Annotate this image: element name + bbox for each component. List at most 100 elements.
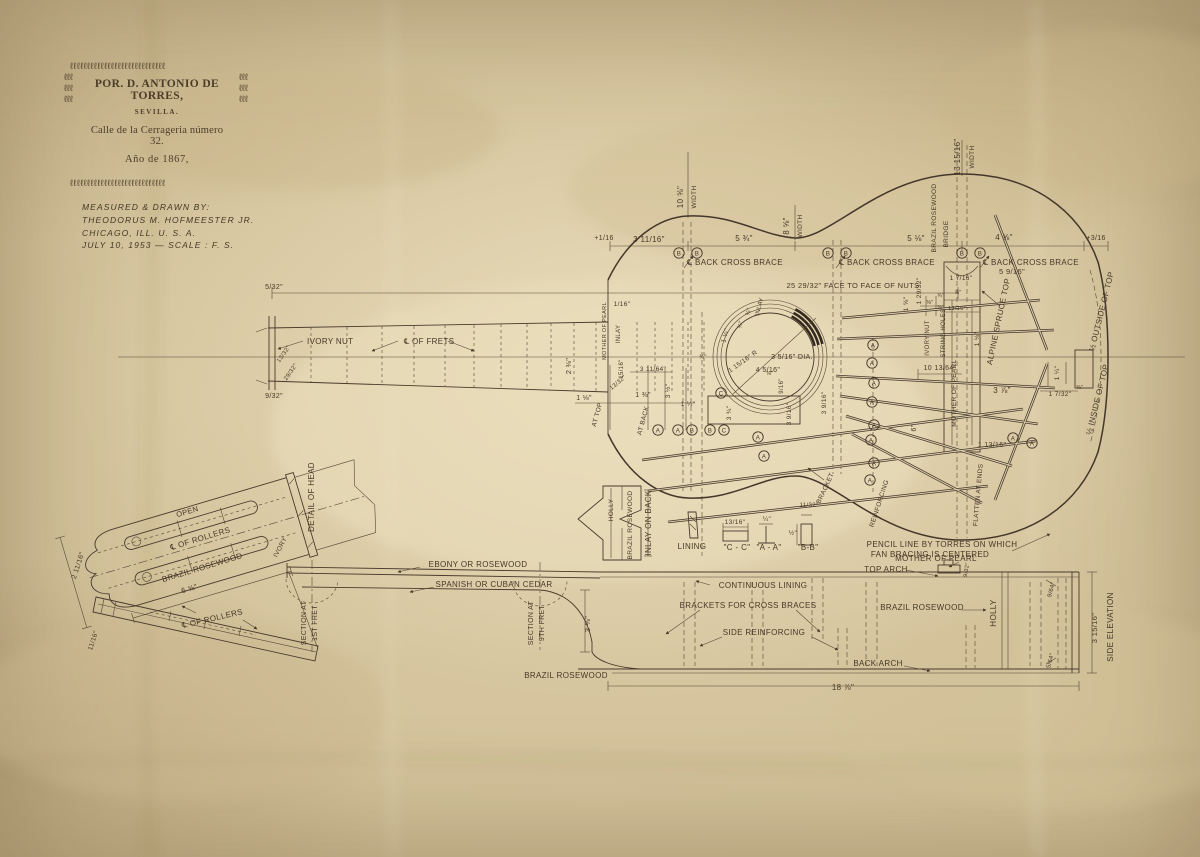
part-label: BRAZIL ROSEWOOD [524,671,608,680]
svg-text:A: A [872,460,877,467]
dim-label: 1 ⅛" [576,395,592,402]
svg-text:A: A [871,342,876,349]
dim-label: ¾" [745,307,753,316]
dim-label: 3 11/16" [633,235,665,244]
part-label: BRAZIL ROSEWOOD [627,491,634,560]
dim-label: 5 ¾" [735,234,753,243]
svg-text:B: B [826,250,830,257]
dim-label: 3 ¾" [726,405,733,420]
dim-label: WIDTH [797,214,804,237]
svg-text:A: A [756,434,761,441]
dim-label: 4 ⅝" [995,233,1013,242]
part-label: INLAY [616,325,622,344]
brace-marker-A: A [1007,432,1019,444]
part-label: SIDE REINFORCING [723,628,806,637]
dim-label: 3 11/64" [640,366,667,373]
dim-label: 25 29/32" FACE TO FACE OF NUTS [787,281,920,290]
side-elevation [285,533,1097,691]
credit-line: THEODORUS M. HOFMEESTER JR. [82,214,255,225]
note: FAN BRACING IS CENTERED [871,550,989,559]
dim-label: 1 7/16" [950,275,973,282]
part-label: ℄ OF FRETS [404,337,454,346]
brace-marker-B: B [956,247,968,259]
part-label: IVORY [272,536,289,559]
part-label: BRAZIL ROSEWOOD [931,184,938,253]
credits-block: MEASURED & DRAWN BY: THEODORUS M. HOFMEE… [82,201,254,252]
brace-marker-C: C [715,387,727,399]
part-label: ℄ BACK CROSS BRACE [839,258,935,267]
brace-marker-A: A [868,377,880,389]
dim-label: 5 9/16" [999,267,1025,276]
maker-city: SEVILLA. [134,108,180,116]
part-label: MOTHER OF PEARL [951,359,958,426]
dim-label: 3 ⅛" [583,616,592,633]
brace-marker-A: A [866,396,878,408]
dim-label: "C - C" [724,543,751,552]
section-title: SECTION AT [528,600,535,645]
credit-line: MEASURED & DRAWN BY: [82,202,211,212]
dim-label: 10 13/64" [924,365,957,372]
brace-marker-A: A [758,450,770,462]
part-label: LINING [678,542,707,551]
section-title: 1ST FRET [312,605,319,641]
side-leaders [397,533,1051,673]
section-title: SECTION AT [301,600,308,645]
dim-label: 3 ½" [664,383,672,398]
dim-label: ¾" [737,320,745,329]
part-label: IVORY NUT [307,337,353,346]
svg-text:B: B [844,250,848,257]
dim-label: 2 11/16" [71,551,86,580]
dim-label: 2 ⅜" [564,358,573,375]
credit-line: JULY 10, 1953 — SCALE : F. S. [82,240,235,251]
dim-label: 3 9/16" [786,402,793,425]
dim-label: ⅜" [1076,385,1083,391]
dim-label: 9/64" [1047,581,1057,598]
part-label: IVORY NUT [925,320,931,356]
dim-label: 3 5/16" DIA. [771,354,813,361]
part-label: INLAY ON BACK [644,490,653,555]
dim-label: 5/64" [1046,652,1056,669]
dim-label: 9/16" [779,378,785,394]
part-label: BACK ARCH [853,659,902,668]
part-label: ℄ BACK CROSS BRACE [687,258,783,267]
brace-marker-A: A [868,457,880,469]
dim-label: 3 9/16" [821,391,828,414]
labels-layer: 5/32"9/32"13/32"29/32"IVORY NUT℄ OF FRET… [71,138,1116,692]
ornament-border-top: ℓℓℓℓℓℓℓℓℓℓℓℓℓℓℓℓℓℓℓℓℓℓℓℓℓℓℓℓ [70,61,166,71]
dim-label: 1 ¼" [681,401,696,408]
svg-text:A: A [872,422,877,429]
dim-label: ⅞" [954,290,961,296]
section-title: SIDE ELEVATION [1106,592,1115,662]
svg-text:C: C [722,427,727,434]
brace-marker-B: B [840,247,852,259]
fretboard [255,316,705,394]
tail-dimensions [1040,362,1078,392]
svg-text:A: A [869,437,874,444]
dim-label: ¾" [937,293,944,299]
part-label: MOTHER OF PEARL [895,554,977,563]
body-outline [607,173,1109,541]
part-label: CONTINUOUS LINING [719,581,808,590]
dim-label: 1 ⅛" [974,331,981,346]
dim-label: 5 ⅛" [907,234,925,243]
brace-marker-B: B [974,247,986,259]
dim-label: 18 ⅞" [832,683,854,692]
dim-label: 15/16" [619,359,625,378]
dim-label: 10 ⅝" [676,186,685,208]
part-label: BRAZIL ROSEWOOD [880,603,964,612]
dim-label: 1 ⅝" [903,296,910,311]
svg-text:B: B [960,250,964,257]
dim-label: 5/32" [265,284,283,291]
part-label: ℄ BACK CROSS BRACE [983,258,1079,267]
dim-label: 1/16" [614,301,631,308]
part-label: HOLLY [989,599,998,627]
brace-marker-A: A [672,424,684,436]
svg-text:A: A [762,453,767,460]
title-block: ℓℓℓℓℓℓℓℓℓℓℓℓℓℓℓℓℓℓℓℓℓℓℓℓℓℓℓℓ ℓℓℓℓℓℓℓℓℓℓℓ… [64,61,248,188]
part-label: BRACKETS FOR CROSS BRACES [680,601,817,610]
dim-label: ½" [789,529,798,537]
brace-marker-C: C [718,424,730,436]
dim-label: WIDTH [691,185,698,208]
dim-label: 1 ¼" [720,327,731,343]
